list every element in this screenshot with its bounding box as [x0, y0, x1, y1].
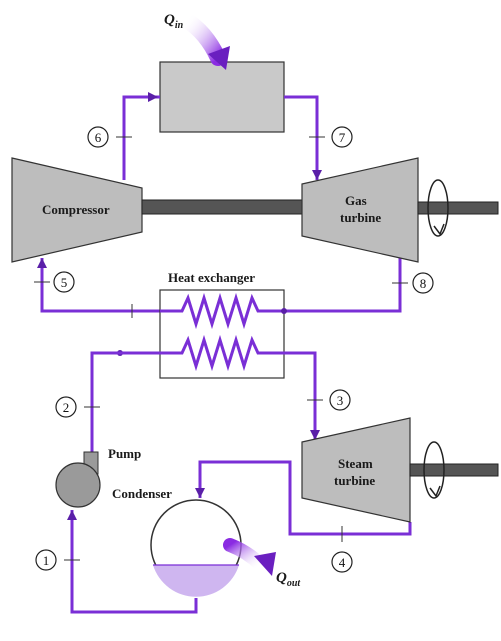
state-marker-7: 7	[331, 126, 353, 148]
hx-node	[281, 308, 287, 314]
state-marker-4: 4	[331, 551, 353, 573]
svg-text:4: 4	[339, 555, 346, 570]
state-marker-6: 6	[87, 126, 109, 148]
state-marker-2: 2	[55, 396, 77, 418]
heat-in-arrow	[178, 12, 230, 70]
state-marker-1: 1	[35, 549, 57, 571]
heat-out-label: Qout	[276, 570, 301, 589]
gas-turbine-label-2: turbine	[340, 210, 381, 225]
svg-text:6: 6	[95, 130, 102, 145]
svg-text:3: 3	[337, 393, 344, 408]
state-marker-3: 3	[329, 389, 351, 411]
pipe-state-4	[198, 460, 412, 536]
pipe-state-6	[122, 95, 160, 180]
compressor	[11, 157, 143, 263]
flow-arrow	[310, 430, 320, 440]
heat-in-label: Qin	[164, 12, 184, 31]
steam-turbine-label-2: turbine	[334, 473, 375, 488]
gas-turbine	[301, 157, 419, 263]
flow-arrow	[148, 92, 158, 102]
pump-label: Pump	[108, 446, 141, 461]
state-marker-5: 5	[53, 271, 75, 293]
pump	[55, 451, 101, 508]
steam-output-shaft	[409, 463, 499, 477]
heat-exchanger-label: Heat exchanger	[168, 270, 255, 285]
svg-text:5: 5	[61, 275, 68, 290]
svg-text:1: 1	[43, 553, 50, 568]
hx-gas-coil	[160, 292, 284, 330]
hx-steam-coil	[160, 334, 284, 372]
pipe-state-5	[40, 258, 160, 313]
flow-arrow	[195, 488, 205, 498]
pipe-state-1	[70, 510, 198, 614]
pipe-state-3	[284, 351, 317, 440]
steam-turbine	[301, 417, 411, 523]
flow-arrow	[37, 258, 47, 268]
state-marker-8: 8	[412, 272, 434, 294]
gas-turbine-label-1: Gas	[345, 193, 367, 208]
svg-text:2: 2	[63, 400, 70, 415]
steam-turbine-label-1: Steam	[338, 456, 373, 471]
combustion-chamber	[159, 61, 285, 133]
flow-arrow	[312, 170, 322, 180]
flow-arrow	[67, 510, 77, 520]
svg-text:8: 8	[420, 276, 427, 291]
pipe-state-7	[284, 95, 319, 180]
condenser-label: Condenser	[112, 486, 172, 501]
pipe-state-2	[90, 351, 160, 470]
rotation-icon	[423, 441, 445, 499]
gas-output-shaft	[417, 201, 499, 215]
pipe-state-8	[268, 255, 402, 313]
heat-out-arrow	[223, 538, 276, 576]
svg-text:7: 7	[339, 130, 346, 145]
compressor-label: Compressor	[42, 202, 110, 217]
rotation-icon	[427, 179, 449, 237]
gas-shaft	[141, 199, 303, 215]
